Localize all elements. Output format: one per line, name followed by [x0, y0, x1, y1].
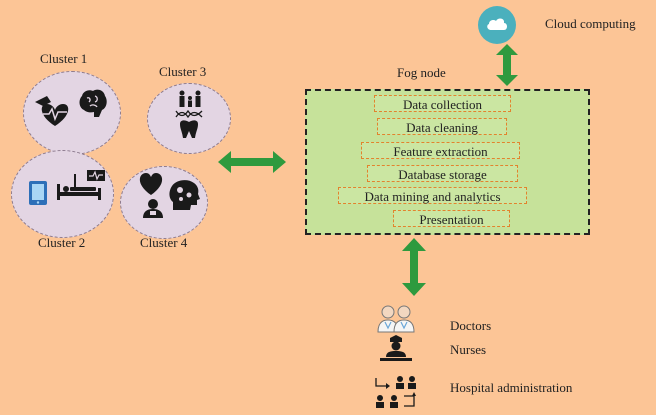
- heart-icon: [139, 173, 163, 195]
- cluster-3: [147, 83, 231, 154]
- step-data-collection: Data collection: [374, 95, 511, 112]
- cluster-1-label: Cluster 1: [40, 51, 88, 66]
- step-data-mining: Data mining and analytics: [338, 187, 527, 204]
- clusters-fog-arrow: [218, 151, 286, 173]
- step-presentation: Presentation: [393, 210, 510, 227]
- step-feature-extraction: Feature extraction: [361, 142, 520, 159]
- family-icon: [179, 90, 201, 107]
- hospital-bed-monitor-icon: [57, 170, 105, 200]
- cluster-3-label: Cluster 3: [159, 64, 207, 79]
- tooth-icon: [180, 120, 198, 138]
- cloud-icon: [478, 6, 516, 44]
- dna-icon: [175, 109, 203, 119]
- tablet-icon: [29, 181, 47, 205]
- step-database-storage: Database storage: [367, 165, 518, 182]
- fog-cloud-arrow: [496, 44, 518, 86]
- head-gears-icon: [169, 180, 200, 210]
- fog-node-label: Fog node: [397, 65, 446, 80]
- cluster-4-label: Cluster 4: [140, 235, 188, 250]
- nurse-icon: [380, 335, 412, 361]
- doctors-icon: [377, 305, 415, 333]
- nurses-label: Nurses: [450, 342, 487, 357]
- doctors-label: Doctors: [450, 318, 492, 333]
- brain-icon: [79, 89, 107, 117]
- patient-icon: [143, 199, 163, 218]
- step-data-cleaning: Data cleaning: [377, 118, 507, 135]
- fog-users-arrow: [402, 238, 426, 296]
- cluster-2-label: Cluster 2: [38, 235, 86, 250]
- administration-icon: [375, 376, 416, 408]
- cluster-1: [23, 71, 121, 155]
- hospital-administration-label: Hospital administration: [450, 380, 573, 395]
- cloud-label: Cloud computing: [545, 16, 636, 31]
- heart-disease-icon: [35, 96, 69, 126]
